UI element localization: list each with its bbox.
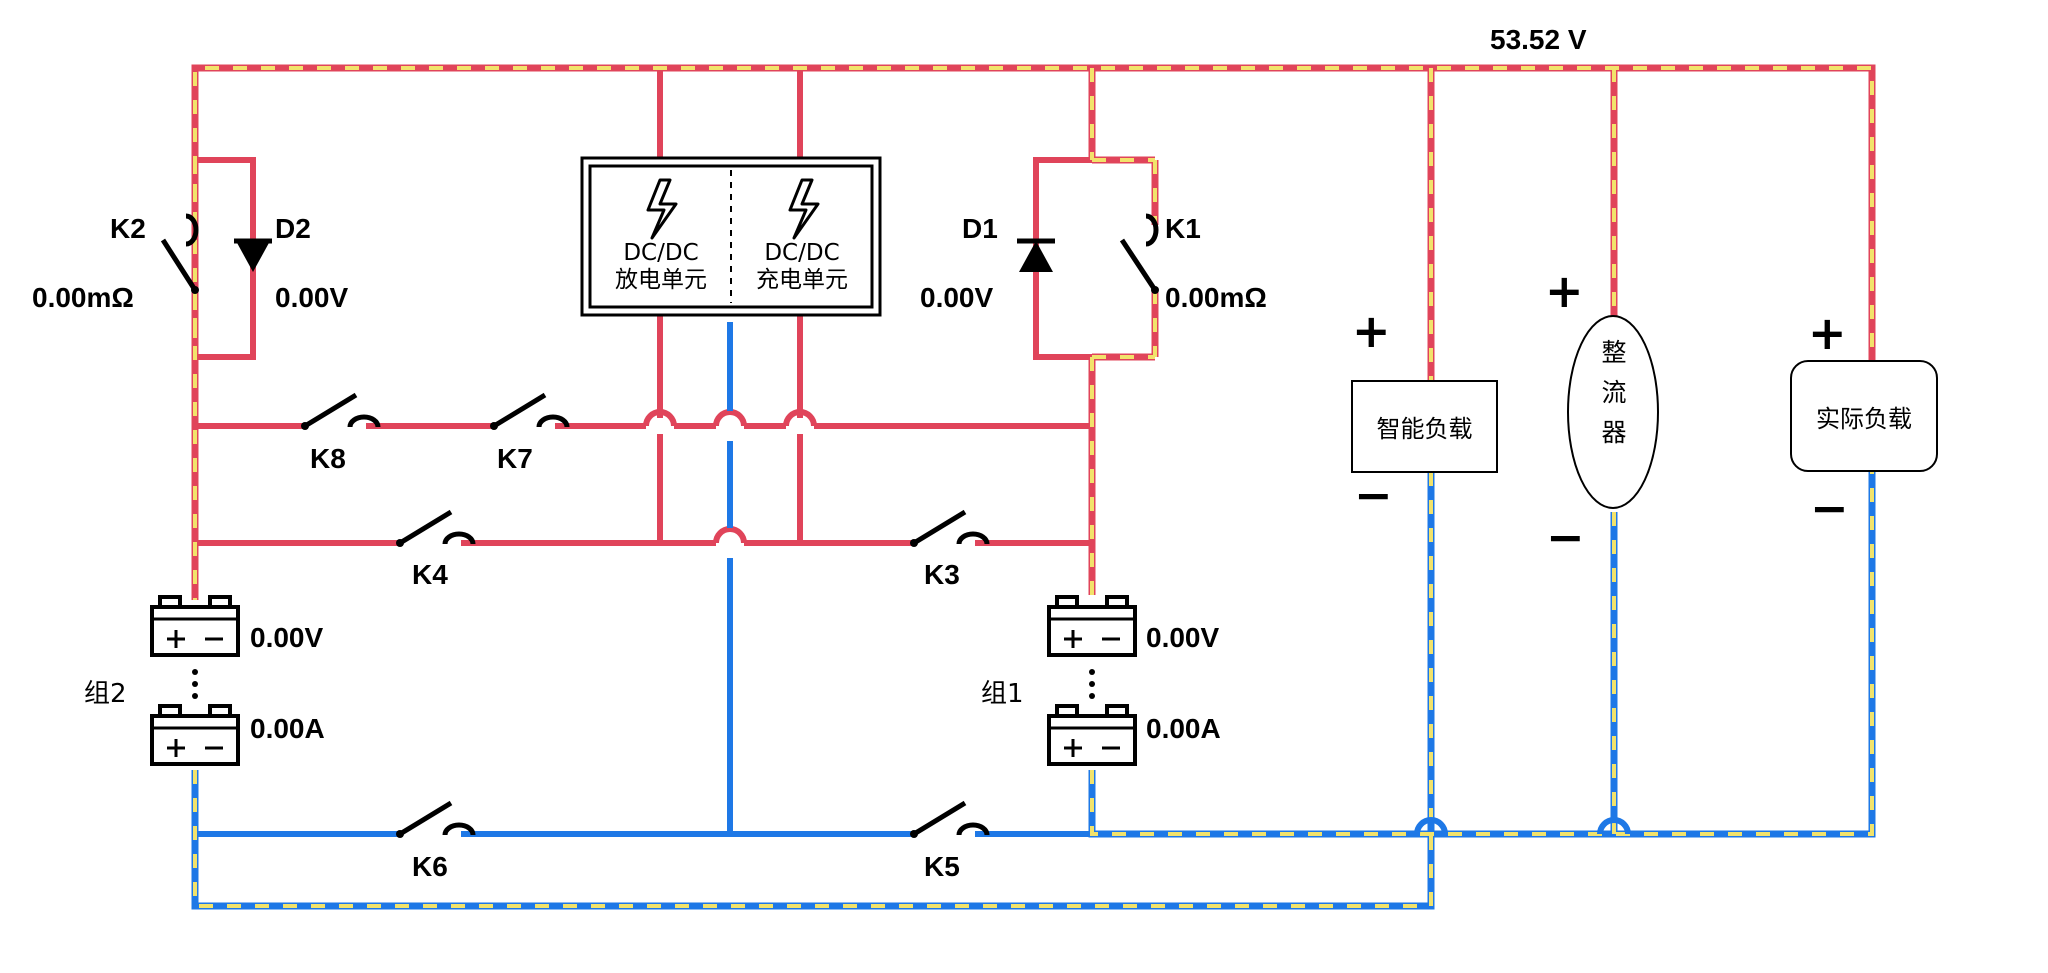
- negative-wires: [197, 322, 1092, 837]
- rectifier-shape: [1567, 315, 1659, 509]
- rectifier-minus: −: [1546, 510, 1585, 564]
- diode-d1-label: D1: [962, 213, 998, 244]
- dcdc-discharge-line2: 放电单元: [615, 267, 707, 293]
- smart-load-label: 智能负载: [1376, 415, 1473, 443]
- k1-resistance-value: 0.00mΩ: [1165, 282, 1267, 313]
- actual-load-minus: −: [1810, 481, 1849, 535]
- dcdc-discharge-line1: DC/DC: [623, 240, 699, 266]
- rectifier-char-2: 流: [1601, 378, 1627, 407]
- k2-resistance-value: 0.00mΩ: [32, 282, 134, 313]
- dcdc-unit: [580, 156, 882, 317]
- active-negative-wires: [191, 472, 1876, 910]
- d1-voltage-value: 0.00V: [920, 282, 994, 313]
- positive-wires: [195, 68, 1092, 546]
- lightning-icon: [788, 178, 820, 240]
- group2-label: 组2: [84, 679, 127, 709]
- group2-current-value: 0.00A: [250, 713, 325, 744]
- d2-voltage-value: 0.00V: [275, 282, 349, 313]
- group1-label: 组1: [981, 679, 1024, 709]
- switch-k1-label: K1: [1165, 213, 1201, 244]
- switch-k8-label: K8: [310, 443, 346, 474]
- dcdc-charge-line1: DC/DC: [764, 240, 840, 266]
- actual-load-plus: +: [1808, 306, 1847, 360]
- group1-current-value: 0.00A: [1146, 713, 1221, 744]
- switch-contacts: [191, 286, 1159, 838]
- smart-load-box: 智能负载: [1351, 380, 1498, 473]
- switch-k6-label: K6: [412, 851, 448, 882]
- group2-voltage-value: 0.00V: [250, 622, 324, 653]
- battery-group-1: [1047, 595, 1137, 766]
- diode-d2-symbol: [234, 238, 272, 272]
- switch-k3-label: K3: [924, 559, 960, 590]
- smart-load-minus: −: [1354, 468, 1393, 522]
- dcdc-discharge-label: DC/DC 放电单元: [594, 240, 728, 294]
- dcdc-charge-line2: 充电单元: [756, 267, 848, 293]
- smart-load-plus: +: [1352, 304, 1391, 358]
- actual-load-box: 实际负载: [1790, 360, 1938, 472]
- lightning-icon: [646, 178, 678, 240]
- active-positive-wires: [191, 64, 1876, 600]
- switch-symbols: [160, 213, 1159, 837]
- battery-group-2: [150, 595, 240, 766]
- switch-k4-label: K4: [412, 559, 448, 590]
- diode-d1-symbol: [1017, 238, 1055, 272]
- switch-k5-label: K5: [924, 851, 960, 882]
- rectifier-label: 整 流 器: [1598, 333, 1630, 453]
- group1-voltage-value: 0.00V: [1146, 622, 1220, 653]
- switch-k2-label: K2: [110, 213, 146, 244]
- bus-voltage-label: 53.52 V: [1490, 24, 1587, 55]
- actual-load-label: 实际负载: [1816, 404, 1912, 433]
- rectifier-char-1: 整: [1601, 338, 1627, 367]
- diode-d2-label: D2: [275, 213, 311, 244]
- switch-k7-label: K7: [497, 443, 533, 474]
- rectifier-char-3: 器: [1601, 418, 1627, 447]
- rectifier-plus: +: [1545, 264, 1584, 318]
- dcdc-charge-label: DC/DC 充电单元: [735, 240, 869, 294]
